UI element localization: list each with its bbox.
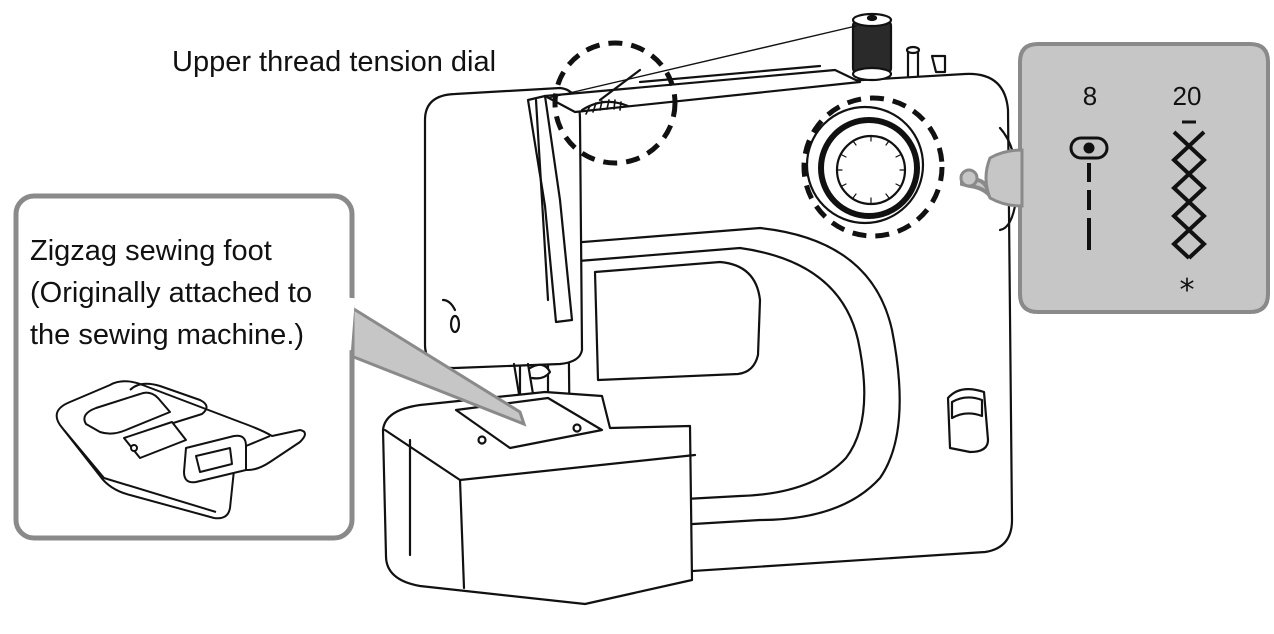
tension-dial-label: Upper thread tension dial — [172, 46, 496, 78]
foot-label-line3: the sewing machine.) — [30, 319, 304, 351]
straight-stitch-icon — [1069, 136, 1109, 250]
note-mark: * — [1180, 273, 1195, 308]
pattern-number-8: 8 — [1083, 81, 1097, 111]
zigzag-foot-callout: Zigzag sewing foot (Originally attached … — [13, 193, 527, 541]
pattern-number-20: 20 — [1173, 81, 1202, 111]
stitch-dial-highlight — [801, 95, 945, 239]
zigzag-sewing-foot-icon — [55, 380, 306, 520]
foot-label-line2: (Originally attached to — [30, 277, 312, 309]
sewing-machine-illustration — [381, 12, 1018, 606]
tension-dial-highlight — [552, 40, 678, 166]
zigzag-stitch-icon — [1171, 120, 1207, 260]
foot-label-line1: Zigzag sewing foot — [30, 235, 272, 267]
stitch-selector-callout: 8 20 * — [959, 42, 1270, 314]
